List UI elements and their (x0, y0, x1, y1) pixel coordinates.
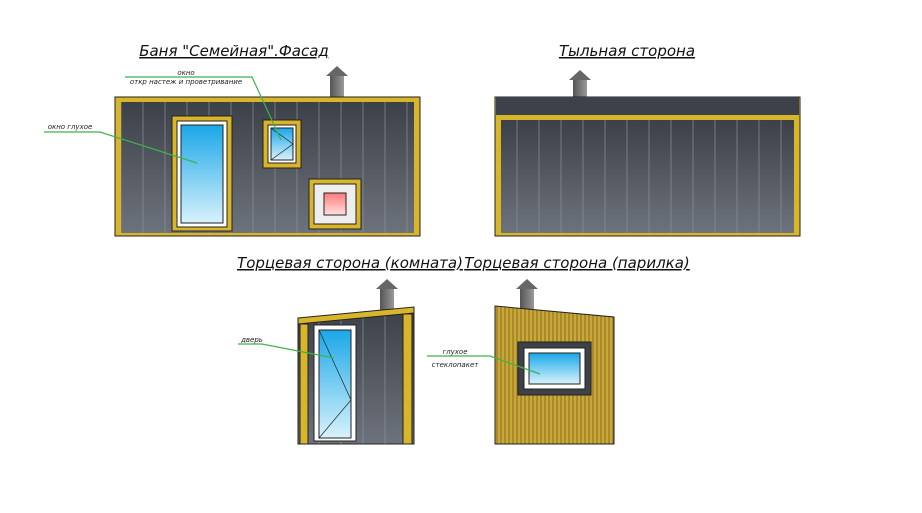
note-window-fixed: окно глухое (48, 123, 93, 131)
facade-view (44, 66, 421, 237)
note-glazing-2: стеклопакет (432, 361, 480, 369)
facade-title: Баня "Семейная".Фасад (139, 42, 329, 60)
end-room-title: Торцевая сторона (комната) (237, 254, 463, 272)
note-glazing-1: глухое (442, 348, 467, 356)
note-window-open-2: откр настеж и проветривание (130, 78, 242, 86)
opening-window (270, 127, 294, 161)
door (318, 329, 352, 439)
chimney-icon (573, 78, 587, 98)
end-room-view (238, 279, 415, 445)
back-title: Тыльная сторона (559, 42, 695, 60)
chimney-icon (520, 287, 534, 309)
steam-window (528, 352, 581, 385)
end-steam-view (427, 279, 615, 445)
back-view (494, 70, 801, 237)
note-window-open-1: окно (177, 69, 194, 77)
note-door: дверь (240, 336, 263, 344)
chimney-icon (330, 74, 344, 98)
fixed-window (180, 124, 224, 224)
stove-door (323, 192, 347, 216)
end-steam-title: Торцевая сторона (парилка) (464, 254, 690, 272)
